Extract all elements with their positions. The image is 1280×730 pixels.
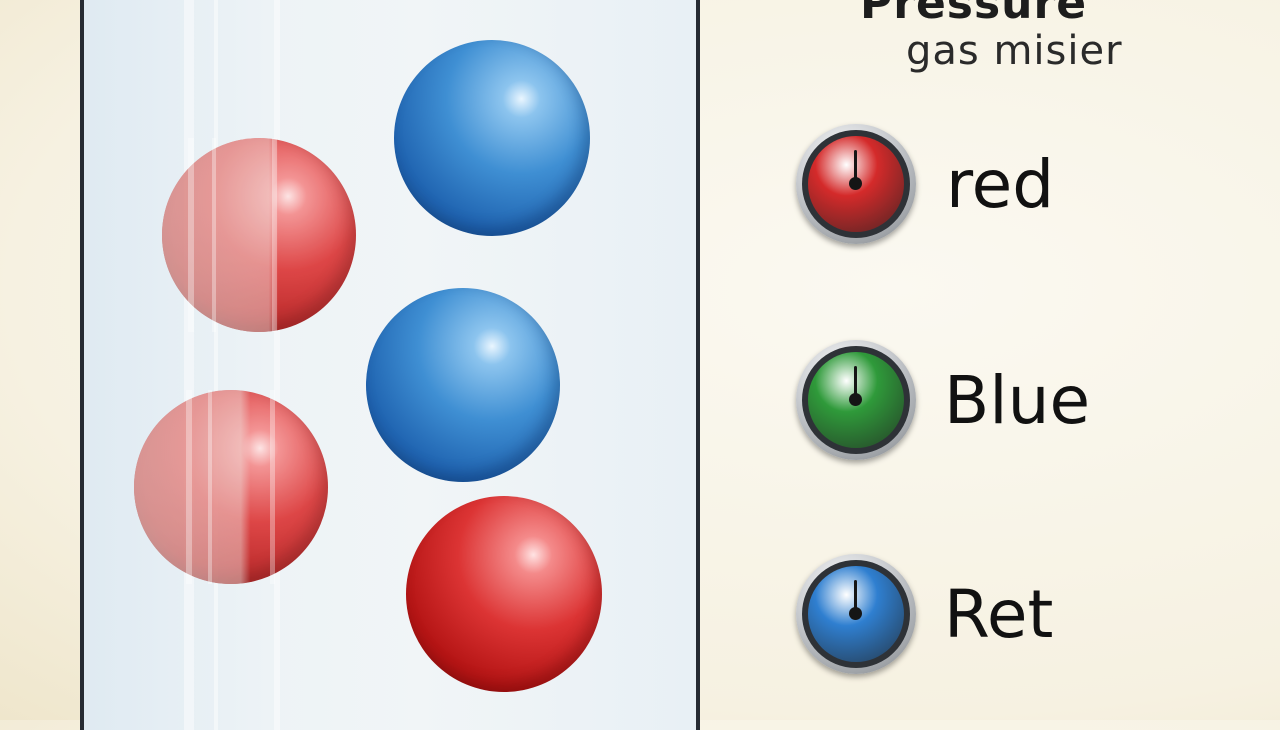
gas-container xyxy=(80,0,700,730)
legend-label-red: red xyxy=(946,146,1055,223)
glass-reflection xyxy=(274,0,280,730)
glass-reflection xyxy=(214,0,218,730)
pressure-gauge-icon xyxy=(796,124,916,244)
blue-particle xyxy=(394,40,590,236)
legend-label-blue: Blue xyxy=(944,362,1091,439)
gauge-needle xyxy=(854,150,857,184)
page-title: Pressure xyxy=(860,0,1088,29)
gauge-hub xyxy=(849,393,862,406)
gauge-hub xyxy=(849,177,862,190)
gauge-needle xyxy=(854,580,857,614)
page-subtitle: gas misier xyxy=(906,28,1123,74)
blue-particle xyxy=(366,288,560,482)
legend-label-ret: Ret xyxy=(944,576,1054,653)
red-particle xyxy=(134,390,328,584)
gauge-hub xyxy=(849,607,862,620)
pressure-gauge-icon xyxy=(796,340,916,460)
gauge-needle xyxy=(854,366,857,400)
red-particle xyxy=(406,496,602,692)
glass-reflection xyxy=(184,0,194,730)
red-particle xyxy=(162,138,356,332)
pressure-gauge-icon xyxy=(796,554,916,674)
